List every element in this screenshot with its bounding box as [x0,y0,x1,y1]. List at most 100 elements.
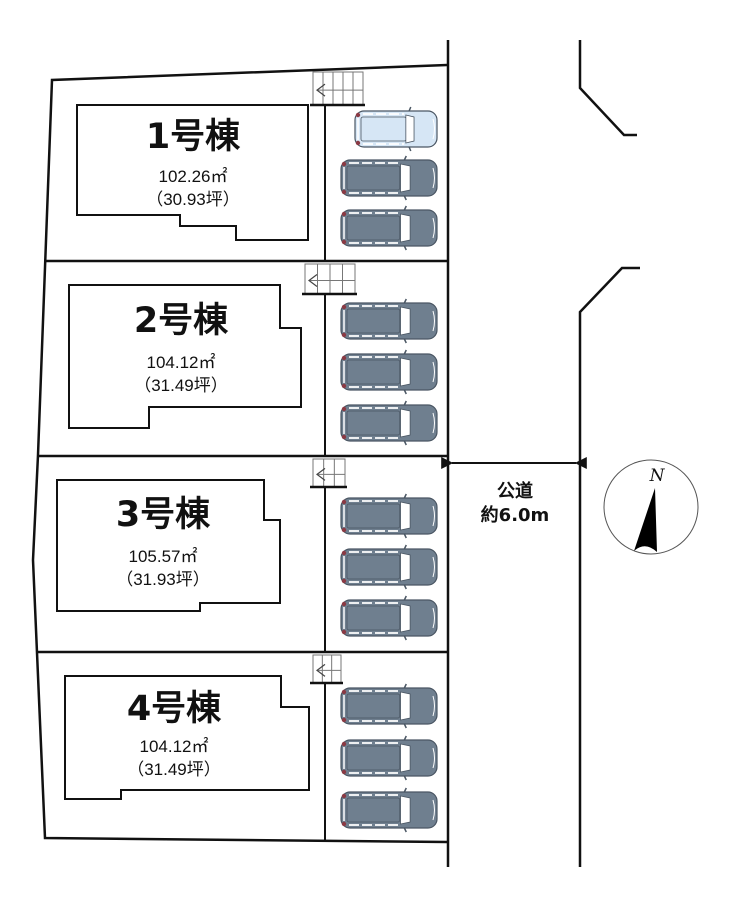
car-windshield [400,743,411,773]
lot-4-area-sqm: 104.12㎡ [140,737,209,756]
car-roof [360,116,407,142]
building-4-outline [64,675,310,800]
lot-1-area-sqm: 102.26㎡ [159,167,228,186]
car-icon [340,298,438,344]
car-roof [346,165,401,191]
car-mirror [403,400,407,406]
car-mirror [408,146,412,152]
car-tail-light [341,304,347,310]
car-mirror [403,298,407,304]
car-roof [346,503,401,529]
building-2-outline [68,284,302,429]
boundary-top-line [31,63,448,844]
car-mirror [403,493,407,499]
car-tail-light [341,741,347,747]
lot-2-title: 2号棟 [134,301,229,341]
lot-3-labels: 3号棟 105.57㎡ （31.93坪） [116,495,211,589]
lot-4-labels: 4号棟 104.12㎡ （31.49坪） [127,689,222,779]
car-mirror [403,533,407,539]
building-1-outline [76,104,309,241]
lot-2-area-sqm: 104.12㎡ [147,353,216,372]
car-tail-light [341,717,347,723]
car-icon [340,595,438,641]
car-tail-light [341,211,347,217]
car-roof [346,410,401,436]
car-mirror [403,735,407,741]
car-mirror [403,245,407,251]
car-headlight [432,217,435,239]
car-mirror [403,195,407,201]
car-mirror [408,106,412,112]
car-windshield [400,691,411,721]
car-mirror [403,683,407,689]
car-mirror [403,595,407,601]
car-tail-light [341,821,347,827]
stairs-3 [310,458,347,489]
car-roof [346,215,401,241]
car-tail-light [341,793,347,799]
car-headlight [432,310,435,332]
car-mirror [403,584,407,590]
car-tail-light [341,355,347,361]
road-edge-east-bottom [578,266,640,867]
lot-4-title: 4号棟 [127,689,222,729]
car-mirror [403,440,407,446]
car-mirror [403,775,407,781]
car-roof [346,605,401,631]
car-mirror [403,389,407,395]
car-mirror [403,723,407,729]
road [446,40,640,867]
car-icon [340,155,438,201]
car-icon [340,735,438,781]
car-headlight [432,505,435,527]
car-roof [346,745,401,771]
lot-3-title: 3号棟 [116,495,211,535]
stairs-arrow-icon [316,467,326,481]
road-width-label: 約6.0m [481,504,550,526]
car-tail-light [341,189,347,195]
car-headlight [432,118,435,140]
car-mirror [403,827,407,833]
car-headlight [432,556,435,578]
buildings [56,104,310,800]
stairs-outline [312,654,342,684]
car-icon [340,683,438,729]
lot-3-area-sqm: 105.57㎡ [129,547,198,566]
car-headlight [432,361,435,383]
car-headlight [432,607,435,629]
lot-dividers [38,259,448,654]
lot-1-labels: 1号棟 102.26㎡ （30.93坪） [146,117,241,209]
car-windshield [405,114,415,144]
road-edge-east-top [578,40,637,137]
car-tail-light [341,601,347,607]
lot-2-area-tsubo: （31.49坪） [134,376,228,395]
car-tail-light [341,332,347,338]
car-tail-light [341,550,347,556]
stairs-arrow-icon [316,663,326,677]
car-mirror [403,349,407,355]
car-roof [346,359,401,385]
car-headlight [432,747,435,769]
car-tail-light [341,406,347,412]
car-roof [346,308,401,334]
building-3-outline [56,479,281,612]
car-windshield [400,552,411,582]
car-tail-light [341,769,347,775]
car-tail-light [341,383,347,389]
car-tail-light [341,499,347,505]
stairs-arrow-icon [316,83,326,97]
car-mirror [403,205,407,211]
car-icon [340,349,438,395]
car-icon [340,400,438,446]
car-windshield [400,163,411,193]
car-tail-light [341,689,347,695]
car-roof [346,693,401,719]
lot-1-title: 1号棟 [146,117,241,157]
car-headlight [432,167,435,189]
car-headlight [432,412,435,434]
car-tail-light [341,629,347,635]
site-boundary [31,63,448,844]
lot-1-area-tsubo: （30.93坪） [146,190,240,209]
car-windshield [400,213,411,243]
north-arrow-icon [634,488,657,552]
